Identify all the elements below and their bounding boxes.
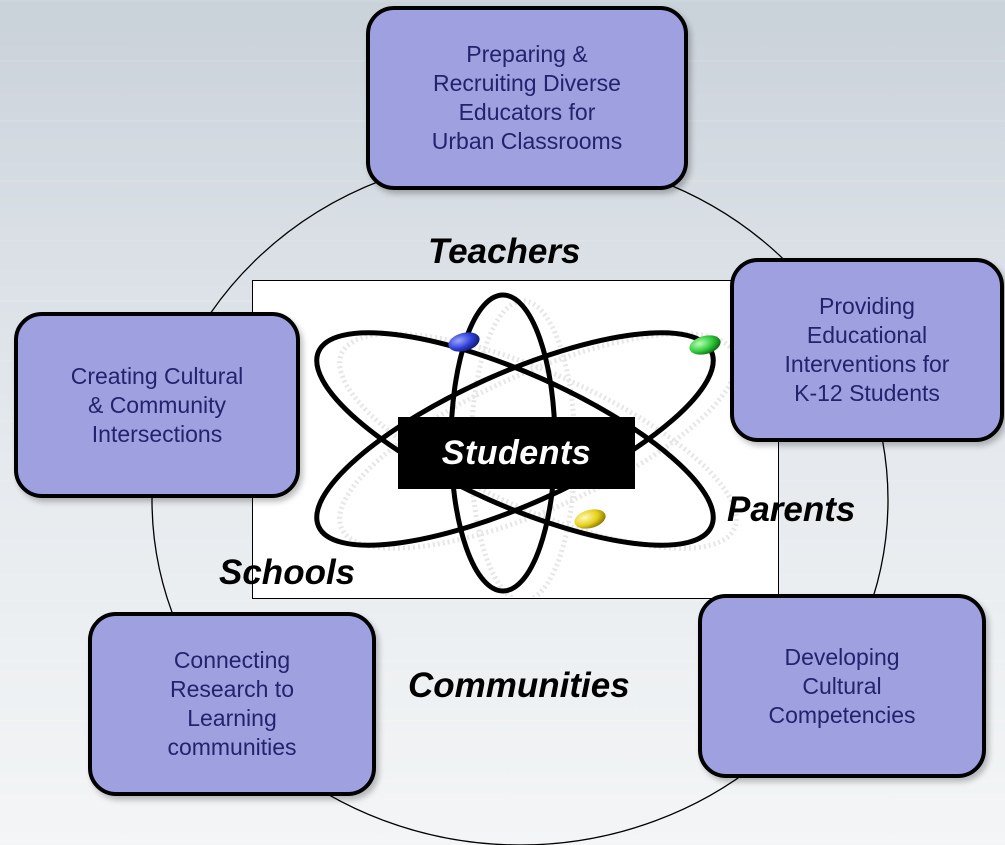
electron-yellow	[574, 509, 606, 529]
node-connecting-research: Connecting Research to Learning communit…	[88, 612, 376, 796]
node-cultural-competencies: Developing Cultural Competencies	[698, 594, 986, 778]
node-top-text: Preparing & Recruiting Diverse Educators…	[431, 41, 623, 154]
node-providing-interventions: Providing Educational Interventions for …	[730, 258, 1004, 442]
students-center-label: Students	[398, 417, 635, 489]
node-preparing-recruiting-educators: Preparing & Recruiting Diverse Educators…	[366, 6, 688, 190]
node-bottom-right-text: Developing Cultural Competencies	[768, 643, 916, 728]
label-parents: Parents	[727, 490, 856, 529]
node-bottom-left-text: Connecting Research to Learning communit…	[167, 647, 297, 760]
atom-panel: Students	[252, 280, 779, 599]
node-right-text: Providing Educational Interventions for …	[784, 293, 950, 406]
label-communities: Communities	[408, 666, 630, 705]
electron-green	[689, 335, 721, 355]
label-teachers: Teachers	[428, 232, 581, 271]
electron-blue	[448, 332, 480, 352]
orbit-ellipse-1	[314, 330, 716, 548]
node-left-text: Creating Cultural & Community Intersecti…	[70, 362, 244, 447]
label-schools: Schools	[219, 553, 356, 592]
node-cultural-community-intersections: Creating Cultural & Community Intersecti…	[14, 312, 300, 498]
students-text: Students	[441, 433, 592, 472]
